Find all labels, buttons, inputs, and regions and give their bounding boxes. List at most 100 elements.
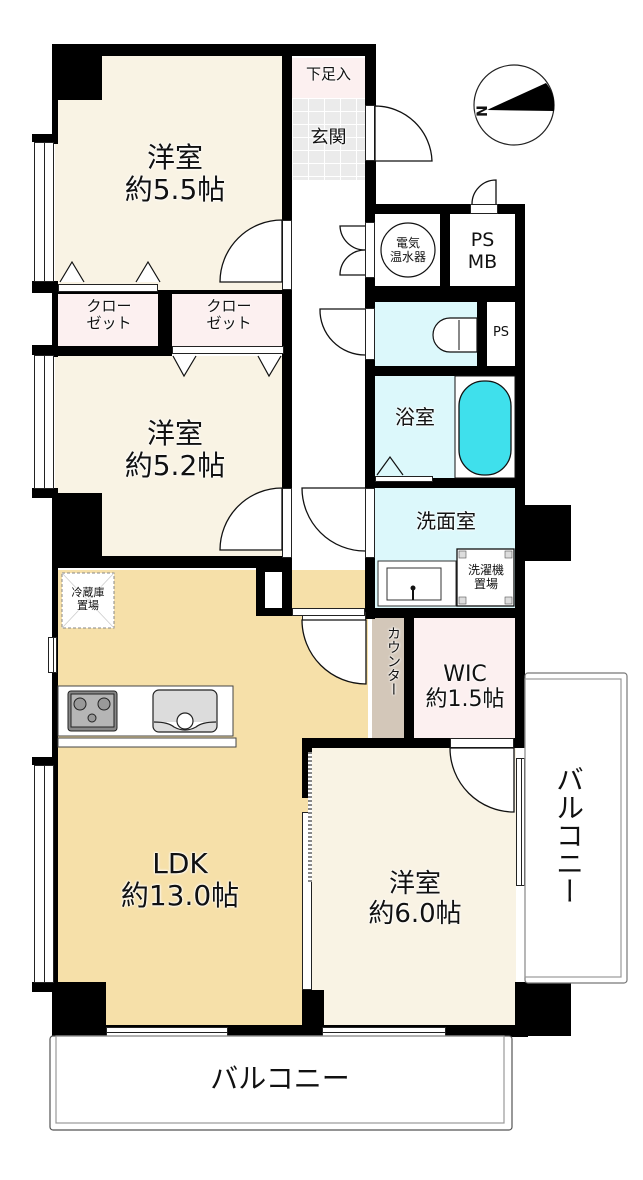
wall — [302, 738, 312, 798]
ldk-size: 約13.0帖 — [120, 879, 240, 913]
window-western-1 — [34, 142, 54, 282]
bath-door-frame[interactable] — [375, 476, 433, 482]
sliding-screen-ldk-western-3 — [308, 752, 312, 882]
fridge-space-line1: 冷蔵庫 — [71, 586, 105, 599]
closet-1-door-frame[interactable] — [58, 284, 158, 292]
ldk-name: LDK — [152, 847, 208, 880]
toilet-door-frame[interactable] — [365, 308, 375, 360]
wall — [515, 982, 571, 1036]
wall — [404, 608, 414, 746]
closet-2-line1: クロー — [206, 297, 252, 315]
balcony-bottom-label: バルコニー — [210, 1062, 350, 1095]
wic-size: 約1.5帖 — [425, 687, 505, 713]
wall — [32, 982, 58, 992]
wall — [365, 608, 525, 618]
closet-2-label: クロー ゼット — [175, 297, 283, 333]
window-ldk-side — [34, 765, 54, 983]
water-heater-line2: 温水器 — [389, 249, 426, 264]
wall — [302, 990, 324, 1036]
window-western-3-bottom — [322, 1027, 446, 1037]
washer-space-line1: 洗濯機 — [467, 563, 504, 577]
ps-door-frame[interactable] — [470, 204, 498, 214]
wall — [365, 366, 525, 376]
western-2-door-frame[interactable] — [282, 488, 292, 558]
washer-space-line2: 置場 — [473, 576, 498, 591]
western-3-size: 約6.0帖 — [368, 898, 462, 929]
counter-label: カウンター — [385, 626, 401, 696]
wall — [525, 505, 571, 561]
wall — [32, 488, 58, 498]
wic-label: WIC 約1.5帖 — [414, 662, 516, 713]
wic-name: WIC — [443, 662, 487, 687]
wall — [365, 204, 375, 619]
entrance-label: 玄関 — [310, 127, 347, 148]
washroom-label: 洗面室 — [416, 509, 476, 533]
wall — [52, 493, 102, 561]
western-1-name: 洋室 — [146, 141, 203, 174]
wall — [375, 478, 525, 488]
bathroom-label: 浴室 — [395, 405, 435, 429]
wall — [52, 560, 58, 1030]
wall — [477, 286, 487, 368]
wall — [515, 204, 525, 744]
window-western-3-side — [516, 758, 525, 886]
entrance-door-frame[interactable] — [365, 105, 375, 161]
room-entrance — [292, 98, 365, 180]
western-1-label: 洋室 約5.5帖 — [100, 141, 250, 207]
room-toilet — [375, 302, 477, 366]
closet-2-line2: ゼット — [206, 314, 252, 333]
sliding-door-ldk-western-3[interactable] — [302, 812, 312, 990]
western-3-name: 洋室 — [388, 869, 441, 899]
western-2-name: 洋室 — [146, 417, 203, 450]
western-3-label: 洋室 約6.0帖 — [340, 869, 490, 930]
western-1-size: 約5.5帖 — [124, 173, 226, 207]
room-wic — [414, 618, 516, 738]
balcony-side-label: バルコニー — [552, 765, 585, 905]
corridor-ldk-frame[interactable] — [292, 608, 365, 616]
ps-label: PS — [492, 325, 510, 340]
room-closet-1 — [58, 292, 158, 347]
wall — [158, 290, 172, 356]
window-ldk-kitchen — [48, 637, 57, 673]
entrance-door-swing — [374, 105, 433, 162]
washroom-door-frame[interactable] — [365, 488, 375, 558]
room-shoe-storage — [292, 58, 365, 98]
ps-mb-line2: MB — [467, 250, 498, 273]
ldk-label: LDK 約13.0帖 — [95, 847, 265, 913]
ps-mb-label: PS MB — [450, 229, 515, 274]
wall — [302, 738, 526, 748]
notch-opening — [265, 572, 282, 608]
window-ldk-bottom — [106, 1027, 228, 1037]
ps-mb-line1: PS — [470, 229, 495, 251]
water-heater-line1: 電気 — [395, 236, 420, 250]
closet-1-line2: ゼット — [86, 314, 132, 333]
wic-door-frame[interactable] — [450, 738, 514, 748]
western-1-door-frame[interactable] — [282, 220, 292, 290]
wall — [32, 281, 58, 293]
room-counter — [372, 618, 404, 738]
closet-1-line1: クロー — [86, 297, 132, 315]
wall — [52, 346, 172, 356]
wall — [365, 286, 525, 302]
washer-space-label: 洗濯機 置場 — [458, 563, 514, 592]
wall — [440, 204, 450, 294]
window-western-2 — [34, 355, 54, 489]
wall — [52, 281, 58, 357]
wall — [52, 290, 292, 294]
shoe-storage-label: 下足入 — [305, 65, 351, 83]
wall — [52, 556, 292, 568]
water-heater-door-frame[interactable] — [365, 222, 375, 278]
wall — [32, 757, 58, 765]
wall — [52, 44, 58, 144]
wall — [32, 134, 58, 142]
closet-1-label: クロー ゼット — [60, 297, 158, 333]
wall — [32, 345, 58, 355]
western-2-size: 約5.2帖 — [124, 449, 226, 483]
fridge-space-label: 冷蔵庫 置場 — [62, 586, 114, 612]
room-closet-2 — [172, 292, 284, 347]
closet-2-door-frame[interactable] — [172, 346, 284, 354]
water-heater-label: 電気 温水器 — [382, 236, 434, 265]
fridge-space-line2: 置場 — [77, 598, 99, 612]
western-2-label: 洋室 約5.2帖 — [100, 417, 250, 483]
wall — [52, 44, 376, 56]
